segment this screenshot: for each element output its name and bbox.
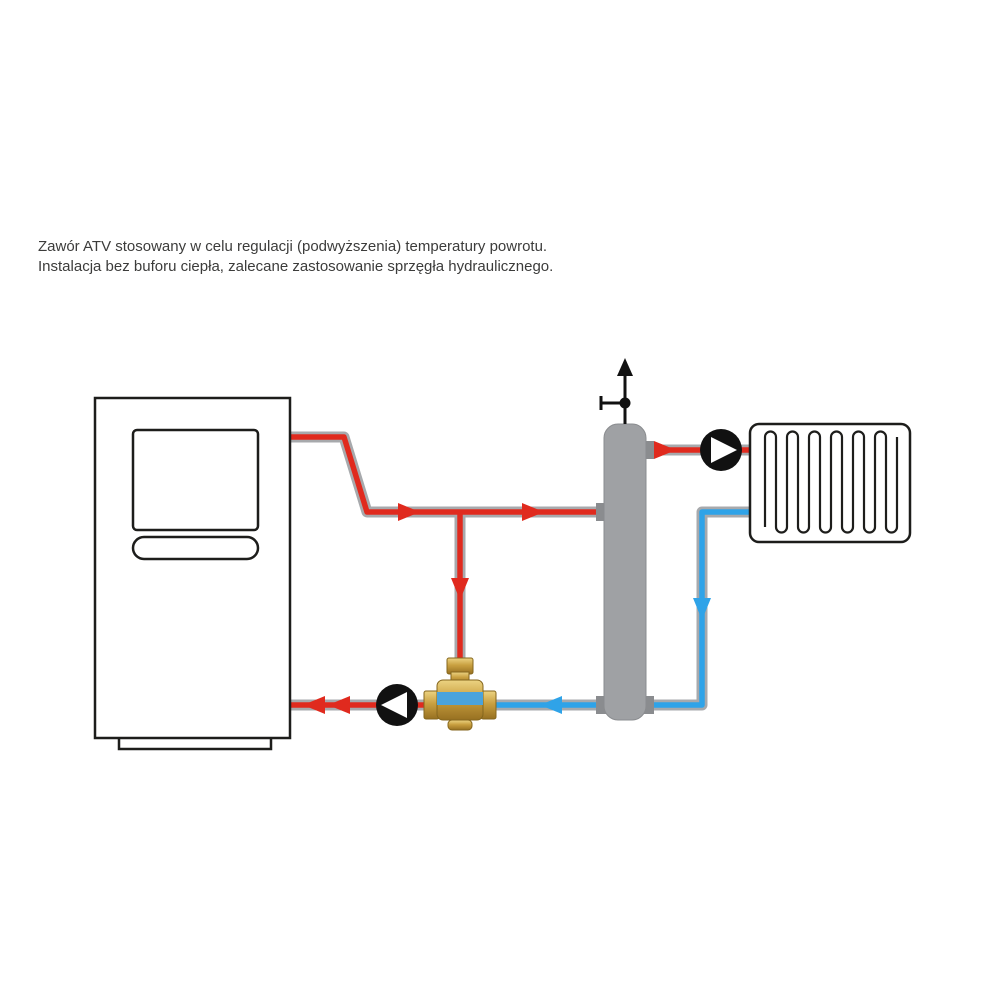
caption-line-1: Zawór ATV stosowany w celu regulacji (po… — [38, 238, 548, 255]
separator-port — [644, 696, 654, 714]
separator-port — [596, 503, 606, 521]
flow-arrows — [303, 441, 711, 714]
boiler-display — [131, 428, 260, 532]
valve-bottom-cap — [447, 719, 473, 731]
supply-pipe-casing — [288, 431, 612, 518]
boiler-slot — [131, 535, 260, 561]
circulation-pump-primary-icon — [700, 429, 742, 471]
radiator-return-casing — [640, 506, 754, 711]
separator-body — [603, 423, 647, 721]
flow-arrow-left-icon — [328, 696, 350, 714]
caption: Zawór ATV stosowany w celu regulacji (po… — [38, 237, 553, 277]
flow-arrow-left-icon — [540, 696, 562, 714]
boiler — [93, 396, 292, 751]
flow-arrow-right-icon — [398, 503, 420, 521]
flow-arrow-down-icon — [451, 578, 469, 600]
supply-pipe-hot — [288, 434, 612, 515]
flow-arrow-down-icon — [693, 598, 711, 620]
valve-label-band — [437, 692, 483, 705]
flow-arrow-right-icon — [522, 503, 544, 521]
hydraulic-separator — [596, 358, 654, 721]
radiator-coil — [763, 430, 899, 534]
air-vent-icon — [599, 358, 633, 424]
separator-port — [596, 696, 606, 714]
circulation-pump-secondary-icon — [376, 684, 418, 726]
radiator — [748, 422, 912, 544]
pipe-cores — [288, 434, 754, 708]
separator-port — [644, 441, 654, 459]
flow-arrow-left-icon — [303, 696, 325, 714]
flow-arrow-right-icon — [654, 441, 676, 459]
atv-mixing-valve — [423, 657, 497, 731]
caption-line-2: Instalacja bez buforu ciepła, zalecane z… — [38, 258, 554, 275]
